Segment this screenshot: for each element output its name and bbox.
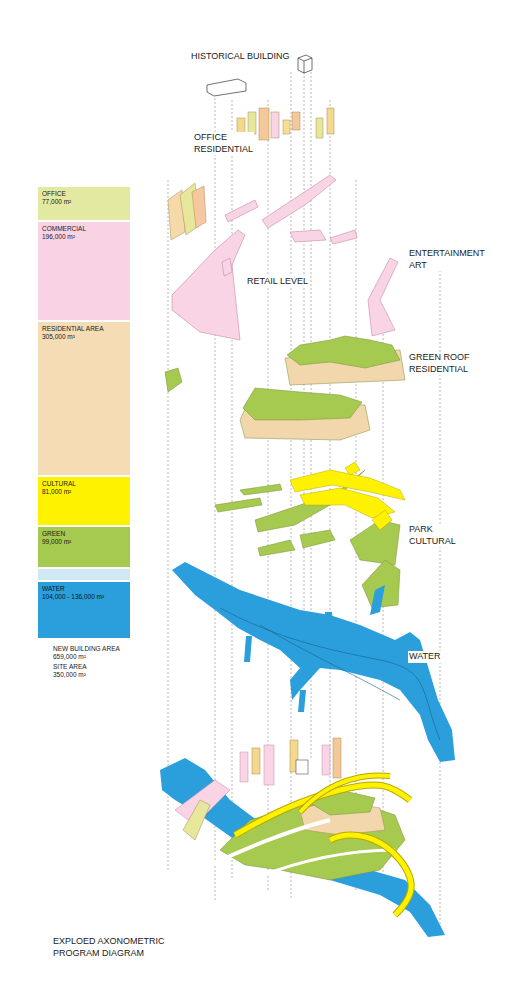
commercial-layer-shape xyxy=(290,230,326,242)
office-residential-towers-shape xyxy=(327,108,334,134)
water-layer-shape xyxy=(370,585,385,615)
green-roof-residential-layer xyxy=(165,336,405,440)
projection-lines-shape xyxy=(291,72,292,900)
program-area-band: CULTURAL81,000 m² xyxy=(38,477,130,525)
band-heading: OFFICE xyxy=(42,190,126,198)
legend-bar-spacer-shape xyxy=(38,569,130,580)
green-roof-residential-layer-shape xyxy=(165,368,182,392)
layer-label: ENTERTAINMENT ART xyxy=(408,248,486,271)
area-note: SITE AREA 350,000 m² xyxy=(52,663,102,679)
commercial-layer-shape xyxy=(330,230,357,244)
assembled-site-model-shape xyxy=(200,820,330,870)
assembled-site-model-shape xyxy=(264,745,274,785)
layer-label: RETAIL LEVEL xyxy=(246,276,309,288)
green-roof-residential-layer-shape xyxy=(243,388,362,420)
commercial-layer-shape xyxy=(222,258,232,276)
office-residential-towers-shape xyxy=(316,118,323,138)
historical-building-layer-shape xyxy=(207,79,246,96)
projection-lines xyxy=(168,72,440,930)
commercial-layer-shape xyxy=(172,230,245,340)
diagram-caption: EXPLOED AXONOMETRIC PROGRAM DIAGRAM xyxy=(52,936,179,959)
water-layer-shape xyxy=(260,625,400,700)
layer-label: HISTORICAL BUILDING xyxy=(190,51,291,63)
program-area-band: GREEN99,000 m² xyxy=(38,527,130,567)
assembled-site-model-shape xyxy=(300,775,390,812)
assembled-site-model-shape xyxy=(183,800,210,840)
assembled-site-model xyxy=(160,738,445,937)
office-residential-towers-shape xyxy=(248,112,256,134)
water-layer-shape xyxy=(220,608,440,740)
office-residential-towers xyxy=(168,108,334,240)
assembled-site-model-shape xyxy=(330,835,411,915)
band-area-value: 77,000 m² xyxy=(42,198,126,206)
band-area-value: 81,000 m² xyxy=(42,488,126,496)
park-cultural-layer-shape xyxy=(290,462,405,530)
historical-building-layer-shape xyxy=(304,61,305,73)
historical-building-layer-shape xyxy=(298,58,312,61)
assembled-site-model-shape xyxy=(322,745,330,775)
park-cultural-layer-shape-shape xyxy=(240,484,282,495)
band-area-value: 305,000 m² xyxy=(42,333,126,341)
park-cultural-layer-shape-shape xyxy=(350,520,400,565)
layer-label: OFFICE RESIDENTIAL xyxy=(193,132,254,155)
park-cultural-layer-shape-shape xyxy=(258,540,295,556)
band-heading: CULTURAL xyxy=(42,480,126,488)
assembled-site-model-shape xyxy=(333,738,341,778)
layer-label: PARK CULTURAL xyxy=(408,524,457,547)
park-cultural-layer-shape-shape xyxy=(300,530,335,548)
water-layer-shape xyxy=(345,622,352,640)
program-area-band: OFFICE77,000 m² xyxy=(38,187,130,220)
assembled-site-model-shape xyxy=(252,748,260,774)
assembled-site-model-shape xyxy=(240,752,248,782)
layer-label: WATER xyxy=(408,651,442,663)
band-heading: COMMERCIAL xyxy=(42,225,126,233)
band-heading: WATER xyxy=(42,585,126,593)
green-roof-residential-layer-shape xyxy=(287,336,400,368)
band-area-value: 99,000 m² xyxy=(42,538,126,546)
program-area-band: RESIDENTIAL AREA305,000 m² xyxy=(38,322,130,475)
office-residential-towers-shape xyxy=(292,112,300,130)
band-area-value: 196,000 m² xyxy=(42,233,126,241)
water-layer-shape xyxy=(325,612,333,634)
historical-building-layer-shape xyxy=(298,55,312,73)
water-layer-shape xyxy=(298,690,306,712)
park-cultural-layer xyxy=(215,462,405,608)
commercial-layer-shape xyxy=(262,175,336,228)
water-layer-shape xyxy=(244,636,252,662)
assembled-site-model-shape xyxy=(250,850,395,880)
program-area-band: COMMERCIAL196,000 m² xyxy=(38,222,130,320)
water-layer-shape xyxy=(172,562,455,762)
layer-label: GREEN ROOF RESIDENTIAL xyxy=(408,352,488,375)
park-cultural-layer-shape-shape xyxy=(345,462,360,475)
office-residential-towers-shape xyxy=(271,112,279,138)
water-layer xyxy=(172,562,455,762)
band-heading: RESIDENTIAL AREA xyxy=(42,325,126,333)
area-note: NEW BUILDING AREA 659,000 m² xyxy=(52,645,134,661)
assembled-site-model-shape xyxy=(296,760,308,774)
legend-bar-spacer xyxy=(38,569,130,580)
assembled-site-model-shape xyxy=(160,758,445,937)
assembled-site-model-shape xyxy=(330,835,411,915)
commercial-layer xyxy=(172,175,398,340)
assembled-site-model-shape xyxy=(300,775,390,812)
commercial-layer-shape xyxy=(368,258,398,336)
program-area-band: WATER104,000 - 136,000 m² xyxy=(38,582,130,638)
park-cultural-layer-shape-shape xyxy=(215,498,262,512)
office-residential-towers-shape xyxy=(259,108,269,140)
commercial-layer-shape xyxy=(225,200,258,222)
band-heading: GREEN xyxy=(42,530,126,538)
office-residential-towers-shape xyxy=(192,186,206,228)
office-residential-towers-shape xyxy=(283,120,290,134)
park-cultural-layer-shape-shape xyxy=(372,510,392,530)
band-area-value: 104,000 - 136,000 m² xyxy=(42,593,126,601)
